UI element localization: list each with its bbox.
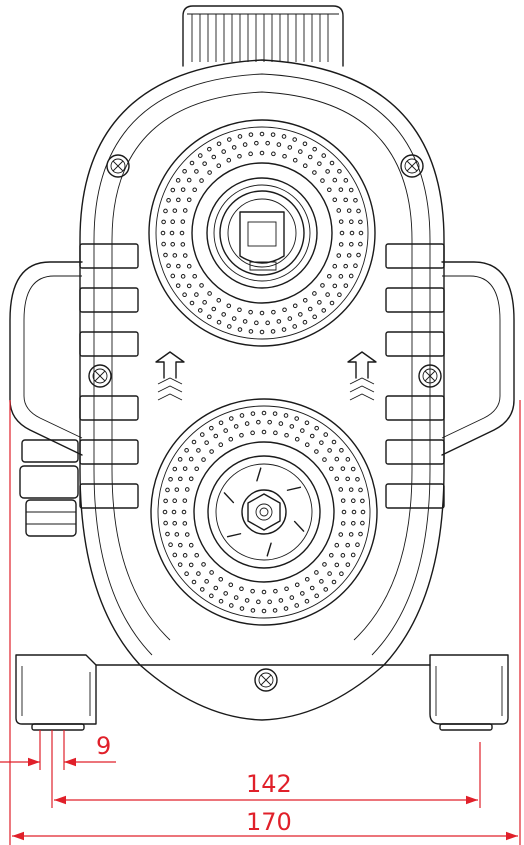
right-vent-slots [385, 243, 445, 509]
screw-icon [254, 668, 278, 692]
dimension-label-9: 9 [96, 732, 111, 760]
upper-port [148, 119, 376, 347]
screw-icon [106, 154, 130, 178]
dimension-lines [0, 400, 521, 845]
pump-body [79, 59, 445, 666]
screw-icon [88, 364, 112, 388]
cable-gland [19, 439, 79, 537]
left-vent-slots [79, 243, 139, 509]
right-handle [441, 261, 515, 456]
top-cap [182, 5, 344, 67]
flow-arrow-icon [155, 351, 185, 401]
dimension-label-170: 170 [246, 808, 292, 836]
flow-arrow-icon [347, 351, 377, 401]
screw-icon [400, 154, 424, 178]
lower-port [150, 398, 378, 626]
dimension-label-142: 142 [246, 770, 292, 798]
pump-base [15, 654, 509, 731]
left-handle [9, 261, 83, 456]
